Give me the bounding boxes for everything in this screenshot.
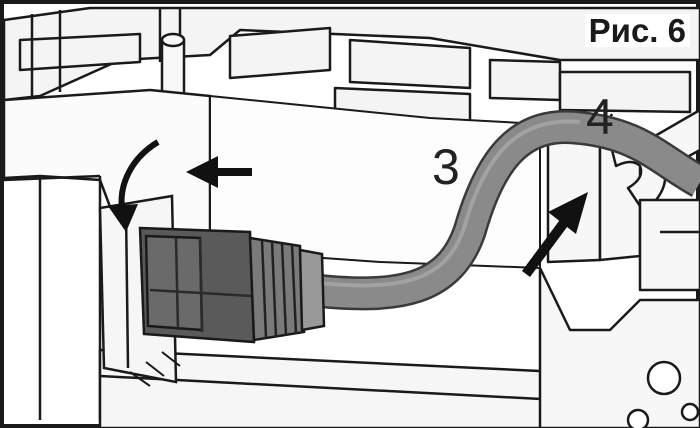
pull-arrow-left bbox=[186, 156, 252, 188]
push-arrow-diagonal bbox=[521, 192, 588, 277]
callout-label-4: 4 bbox=[586, 89, 614, 145]
hose bbox=[308, 110, 700, 311]
hose-fitting bbox=[98, 194, 326, 384]
figure-title: Рис. 6 bbox=[584, 14, 690, 47]
rotation-arrow bbox=[108, 139, 160, 232]
hatch-marks bbox=[129, 351, 181, 387]
callout-label-3: 3 bbox=[432, 139, 460, 195]
